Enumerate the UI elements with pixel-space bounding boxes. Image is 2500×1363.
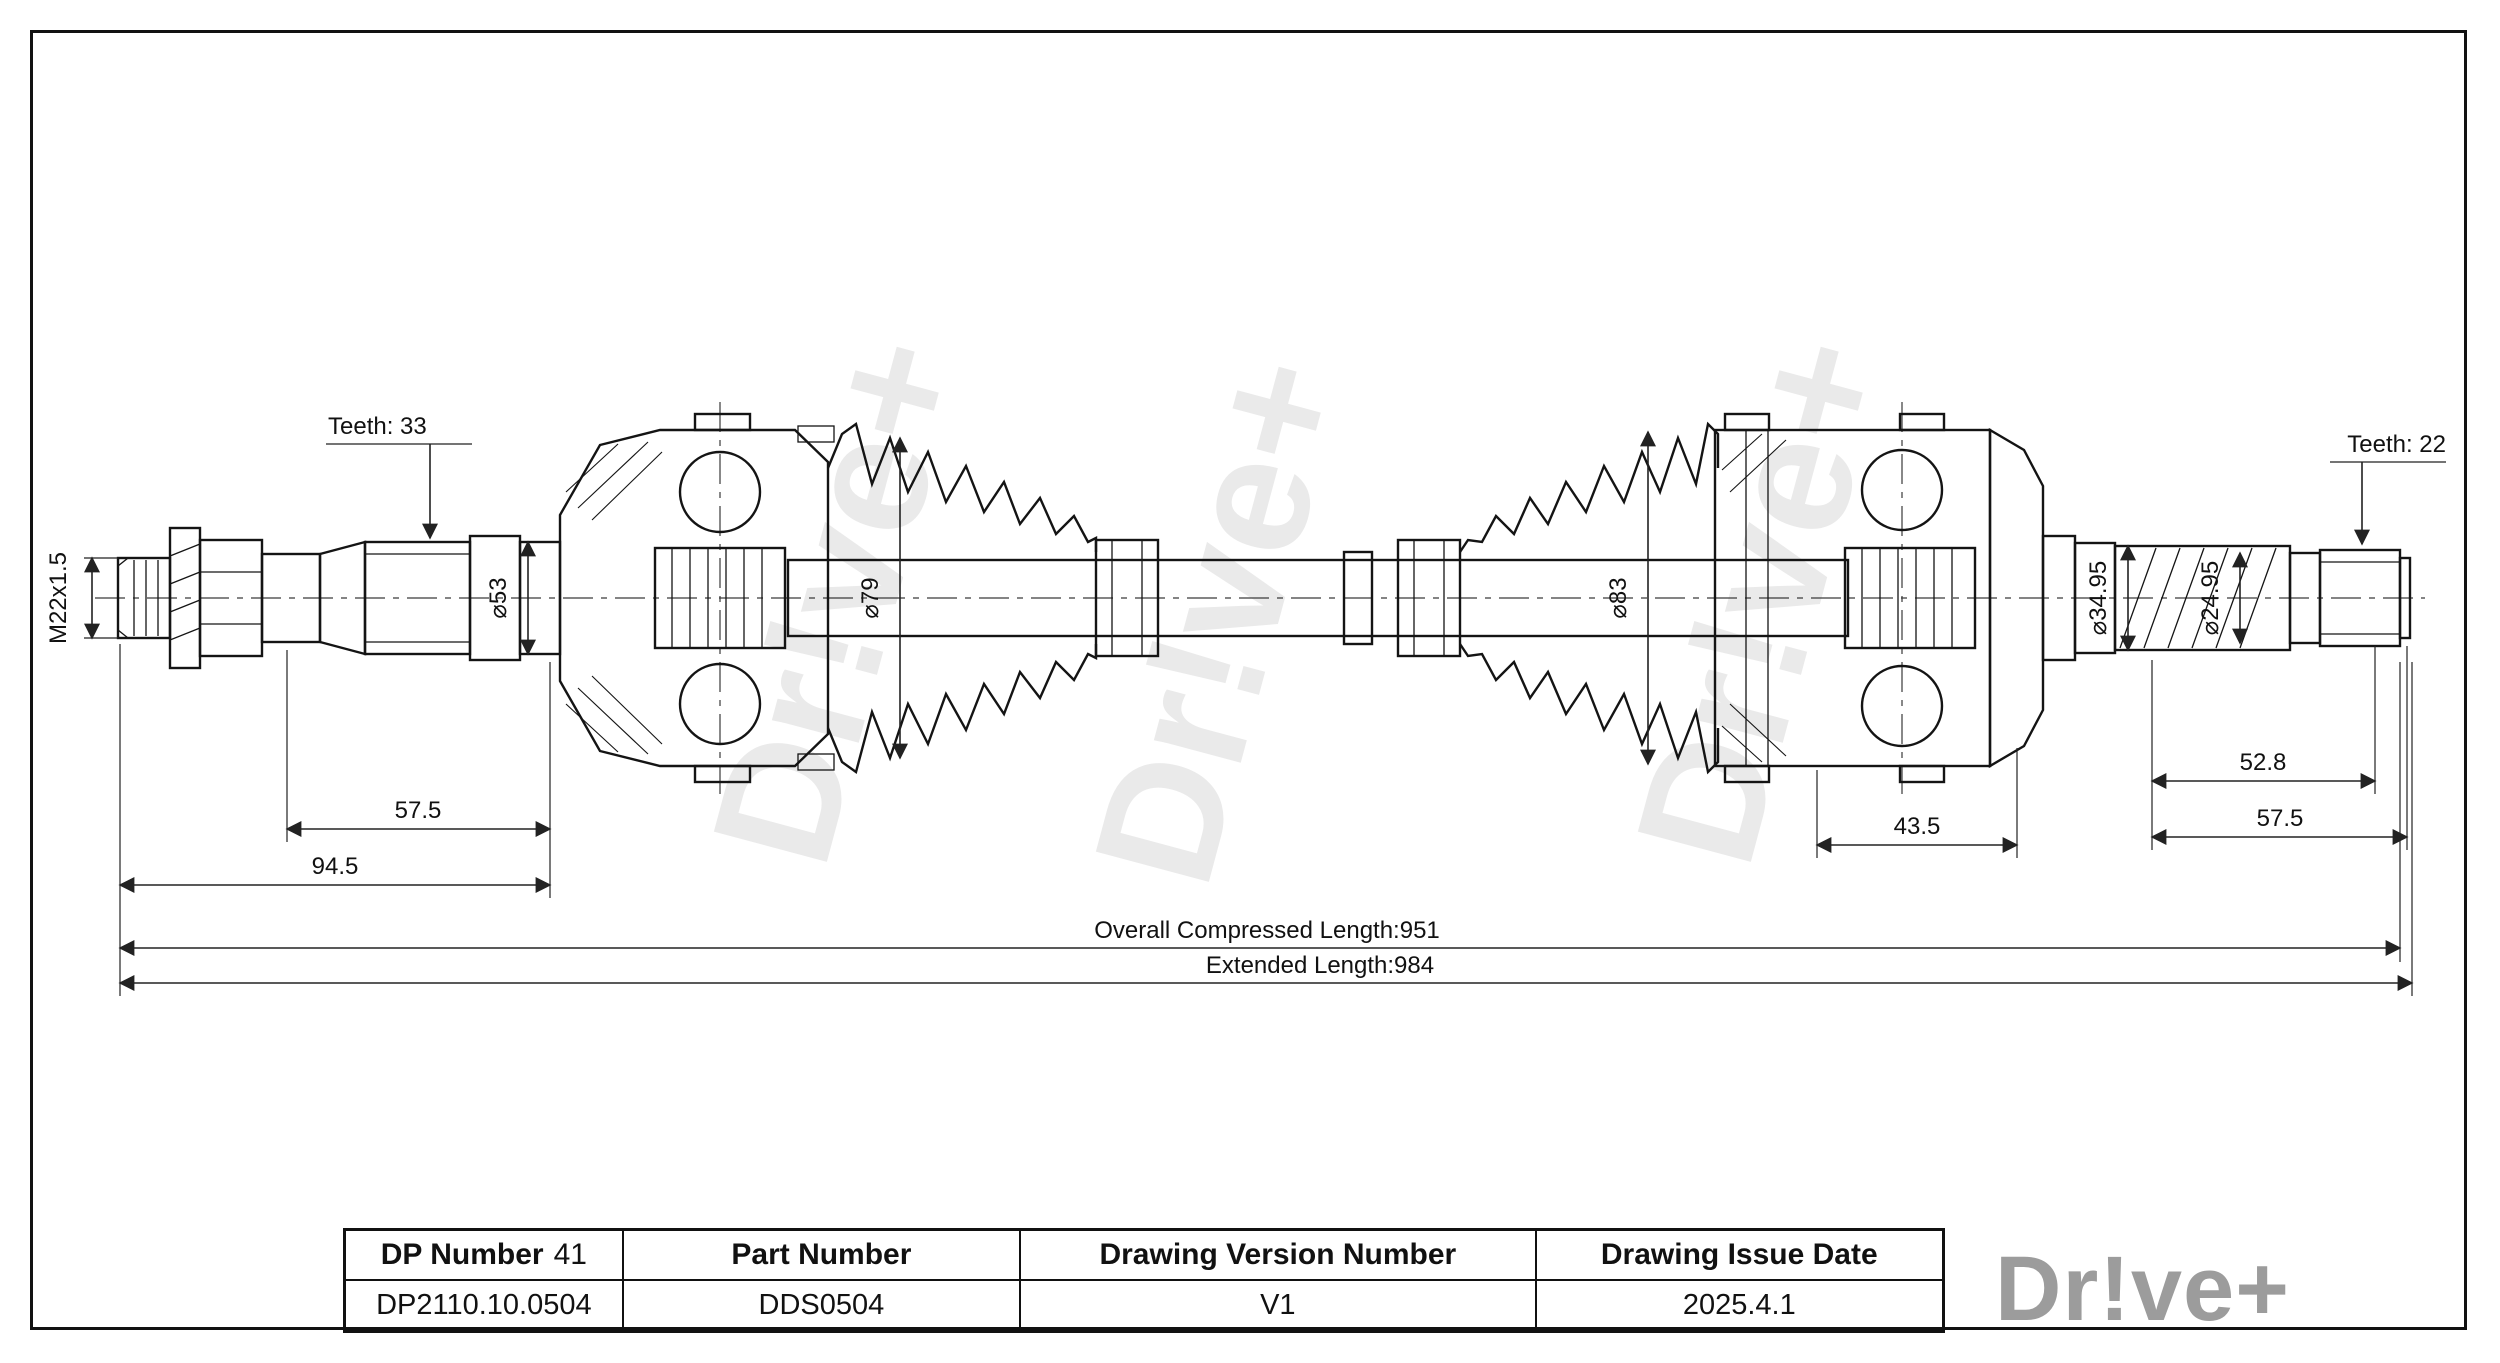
- shaft-diameter-dimension: ⌀53: [485, 540, 536, 656]
- overall-length-label: Overall Compressed Length:951: [1094, 917, 1440, 944]
- teeth-left-label: Teeth: 33: [328, 413, 427, 440]
- title-block-header-issue-date: Drawing Issue Date: [1536, 1231, 1942, 1281]
- right-inner-joint: [1713, 412, 2045, 784]
- title-block-value-dp-number: DP2110.10.0504: [346, 1280, 624, 1330]
- right-boot-diameter-label: ⌀83: [1605, 577, 1632, 618]
- teeth-right-callout: Teeth: 22: [2330, 431, 2446, 546]
- spline-diameter-label: ⌀24.95: [2197, 561, 2224, 636]
- teeth-left-callout: Teeth: 33: [326, 413, 472, 540]
- title-block: DP Number 41 Part Number Drawing Version…: [343, 1228, 1945, 1333]
- bearing-ball: [678, 662, 762, 746]
- boot-clamp: [1396, 538, 1462, 658]
- extended-length-label: Extended Length:984: [1206, 952, 1434, 979]
- driveshaft: [116, 412, 2412, 784]
- left-end-length-dimension: 94.5: [118, 644, 552, 996]
- right-end-length-dimension: 57.5: [2150, 646, 2409, 850]
- right-end-length-label: 57.5: [2257, 805, 2304, 832]
- left-stub: [116, 526, 562, 670]
- centerlines: [95, 402, 2425, 794]
- right-joint-length-dimension: 43.5: [1815, 748, 2019, 858]
- right-spline-length-dimension: 52.8: [2150, 646, 2377, 850]
- teeth-right-label: Teeth: 22: [2347, 431, 2446, 458]
- shaft-diameter-label: ⌀53: [485, 577, 512, 618]
- watermark-text: Dr!ve+: [676, 318, 998, 883]
- brand-logo: Dr!ve+: [1995, 1237, 2290, 1340]
- left-end-length-label: 94.5: [312, 853, 359, 880]
- title-block-header-drawing-version: Drawing Version Number: [1021, 1231, 1537, 1281]
- spline-diameter-dimension: ⌀24.95: [2197, 551, 2248, 645]
- right-spline-length-label: 52.8: [2240, 749, 2287, 776]
- right-stub: [2041, 534, 2412, 662]
- overall-length-dimension: Overall Compressed Length:951: [118, 662, 2402, 962]
- thread-spec-label: M22x1.5: [45, 552, 72, 644]
- left-spline-length-label: 57.5: [395, 797, 442, 824]
- left-spline-length-dimension: 57.5: [285, 650, 552, 898]
- dimension-annotations: Teeth: 33 Teeth: 22 M22x1.5 ⌀53: [45, 413, 2446, 996]
- left-outer-joint: [558, 412, 835, 784]
- stub-diameter-label: ⌀34.95: [2085, 561, 2112, 636]
- stub-diameter-dimension: ⌀34.95: [2085, 544, 2136, 652]
- title-block-header-part-number: Part Number: [623, 1231, 1022, 1281]
- right-joint-length-label: 43.5: [1894, 813, 1941, 840]
- watermark-text: Dr!ve+: [1058, 338, 1380, 903]
- dp-number-header-value: 41: [553, 1237, 587, 1271]
- left-boot-diameter-dimension: ⌀79: [857, 436, 908, 760]
- extended-length-dimension: Extended Length:984: [118, 662, 2414, 996]
- title-block-value-part-number: DDS0504: [624, 1280, 1022, 1330]
- bearing-ball: [1860, 448, 1944, 532]
- boot-clamp: [1094, 538, 1160, 658]
- right-boot: [1396, 421, 1720, 775]
- shaft-ring: [1342, 550, 1374, 646]
- bearing-ball: [1860, 664, 1944, 748]
- intermediate-shaft: [786, 550, 1850, 646]
- left-boot-diameter-label: ⌀79: [857, 577, 884, 618]
- bearing-ball: [678, 450, 762, 534]
- title-block-value-drawing-version: V1: [1021, 1280, 1537, 1330]
- title-block-value-issue-date: 2025.4.1: [1682, 1288, 1796, 1321]
- title-block-header-dp-number: DP Number 41: [346, 1231, 624, 1281]
- right-boot-diameter-dimension: ⌀83: [1605, 430, 1656, 766]
- thread-dimension: M22x1.5: [45, 552, 118, 644]
- dp-number-header-label: DP Number: [380, 1237, 544, 1271]
- sheet-border-frame: [30, 30, 2467, 1330]
